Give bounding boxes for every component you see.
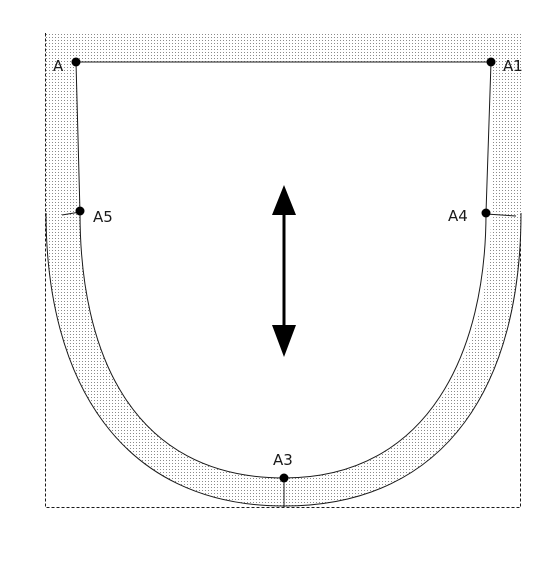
grain-line-arrow <box>272 185 296 357</box>
point-a5 <box>75 206 85 216</box>
point-a4 <box>481 208 491 218</box>
point-a <box>71 57 81 67</box>
label-a1: A1 <box>503 57 523 75</box>
label-a4: A4 <box>448 207 468 225</box>
label-a5: A5 <box>93 208 113 226</box>
point-a1 <box>486 57 496 67</box>
notch-right <box>485 213 517 217</box>
label-a: A <box>53 57 64 75</box>
label-a3: A3 <box>273 451 293 469</box>
point-a3 <box>279 473 289 483</box>
